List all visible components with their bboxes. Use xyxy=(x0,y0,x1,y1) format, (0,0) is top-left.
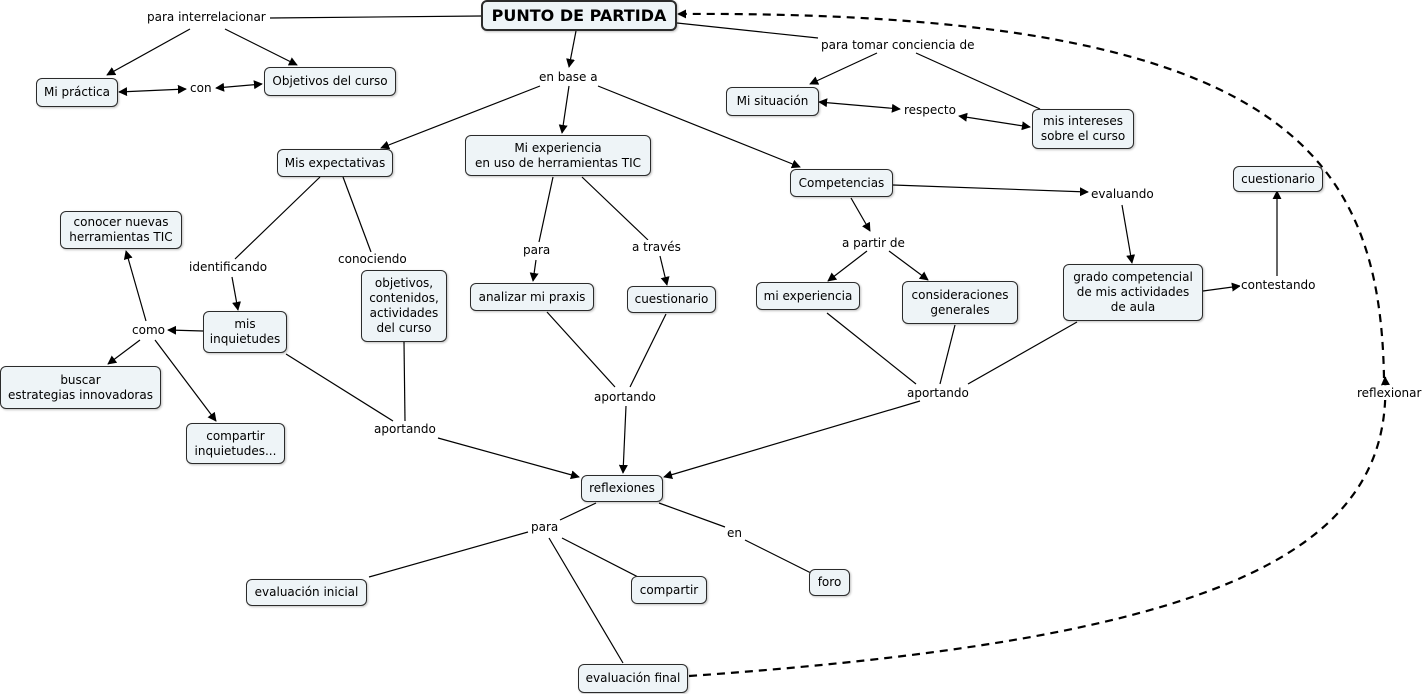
edge xyxy=(167,325,204,335)
edge xyxy=(269,15,482,19)
concept-compartir-inquietudes: compartir inquietudes... xyxy=(186,423,285,464)
edge xyxy=(663,400,921,480)
edge xyxy=(403,341,406,422)
edge xyxy=(548,537,624,664)
edge xyxy=(967,321,1078,385)
edge xyxy=(231,276,241,311)
edge xyxy=(618,405,628,474)
link-a-traves: a través xyxy=(631,240,682,254)
link-para-tic: para xyxy=(522,243,552,257)
link-a-partir-de: a partir de xyxy=(841,236,906,250)
edge xyxy=(659,255,670,286)
edge xyxy=(826,312,917,385)
concept-reflexiones: reflexiones xyxy=(581,475,663,502)
edge xyxy=(888,250,929,281)
edge xyxy=(658,502,726,528)
edge xyxy=(1202,282,1241,292)
edge xyxy=(529,259,539,282)
concept-consideraciones-generales: consideraciones generales xyxy=(902,281,1018,324)
edge xyxy=(215,80,263,92)
concept-mis-inquietudes: mis inquietudes xyxy=(203,311,287,353)
link-aportando-right: aportando xyxy=(906,386,970,400)
concept-punto-de-partida: PUNTO DE PARTIDA xyxy=(481,0,677,31)
link-en: en xyxy=(726,526,743,540)
concept-cuestionario-mid: cuestionario xyxy=(627,286,716,313)
edge xyxy=(581,176,649,241)
link-evaluando: evaluando xyxy=(1090,187,1155,201)
edge xyxy=(892,184,1089,197)
edge xyxy=(559,502,597,521)
concept-buscar-estrategias: buscar estrategias innovadoras xyxy=(0,366,161,409)
edge xyxy=(558,85,570,134)
feedback-loop-lower xyxy=(688,376,1390,678)
edge xyxy=(234,176,321,260)
edge xyxy=(827,250,868,282)
edge xyxy=(809,52,878,85)
edge xyxy=(118,84,187,97)
edge xyxy=(850,197,871,232)
link-con: con xyxy=(189,81,213,95)
edge xyxy=(437,437,580,480)
link-como: como xyxy=(131,323,166,337)
concept-evaluacion-final: evaluación final xyxy=(578,664,688,693)
edge xyxy=(106,28,191,76)
link-para-reflexiones: para xyxy=(530,520,560,534)
concept-foro: foro xyxy=(809,569,850,596)
edge xyxy=(561,537,639,578)
concept-objetivos-contenidos: objetivos, contenidos, actividades del c… xyxy=(361,270,447,342)
edge xyxy=(342,176,372,253)
edge xyxy=(1121,204,1136,264)
edge xyxy=(368,531,529,578)
link-para-tomar-conciencia: para tomar conciencia de xyxy=(820,38,976,52)
edge xyxy=(958,112,1031,131)
edge xyxy=(154,339,217,422)
edge xyxy=(939,324,956,385)
concept-grado-competencial: grado competencial de mis actividades de… xyxy=(1063,264,1203,321)
concept-cuestionario-top: cuestionario xyxy=(1233,166,1323,192)
concept-objetivos-del-curso: Objetivos del curso xyxy=(264,67,396,96)
link-aportando-left: aportando xyxy=(373,422,437,436)
edge xyxy=(629,313,667,388)
concept-mi-experiencia-tic: Mi experiencia en uso de herramientas TI… xyxy=(465,135,651,176)
edge xyxy=(224,28,298,66)
edge xyxy=(676,22,819,39)
concept-compartir: compartir xyxy=(631,576,707,604)
concept-conocer-nuevas-herramientas: conocer nuevas herramientas TIC xyxy=(60,211,182,249)
link-aportando-mid: aportando xyxy=(593,390,657,404)
edge xyxy=(380,85,541,150)
edge xyxy=(597,85,801,169)
link-respecto: respecto xyxy=(903,103,957,117)
edge xyxy=(546,311,616,388)
concept-mi-practica: Mi práctica xyxy=(36,78,118,107)
concept-evaluacion-inicial: evaluación inicial xyxy=(246,579,367,606)
link-en-base-a: en base a xyxy=(538,70,599,84)
link-reflexionar: reflexionar xyxy=(1356,386,1423,400)
edge xyxy=(818,98,901,113)
edge xyxy=(285,353,394,422)
concept-mi-situacion: Mi situación xyxy=(726,87,819,116)
concept-mis-intereses: mis intereses sobre el curso xyxy=(1032,109,1134,149)
concept-mis-expectativas: Mis expectativas xyxy=(277,149,393,177)
concept-analizar-mi-praxis: analizar mi praxis xyxy=(470,283,594,311)
edge xyxy=(107,339,141,365)
edge xyxy=(915,52,1041,110)
link-contestando: contestando xyxy=(1240,278,1317,292)
edge xyxy=(566,30,577,68)
feedback-loop-upper xyxy=(677,9,1386,379)
link-identificando: identificando xyxy=(188,260,269,274)
concept-mi-experiencia: mi experiencia xyxy=(756,282,860,310)
concept-competencias: Competencias xyxy=(790,169,893,197)
edge xyxy=(744,539,812,574)
edge xyxy=(123,250,147,322)
link-para-interrelacionar: para interrelacionar xyxy=(146,10,267,24)
edge xyxy=(538,176,554,243)
link-conociendo: conociendo xyxy=(337,252,408,266)
